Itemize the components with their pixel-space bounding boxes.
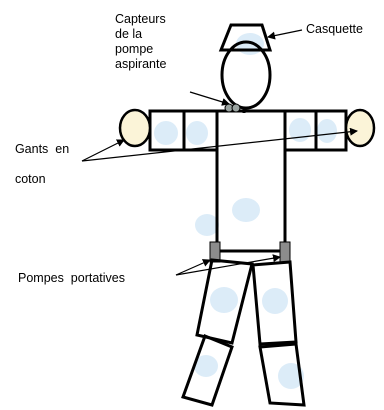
sensors-label-line: de la: [115, 27, 142, 41]
torso: [217, 111, 285, 251]
dosimeter-dots: [154, 33, 337, 389]
sensors-label-line: pompe: [115, 42, 153, 56]
gloves-label-line: Gants en: [15, 142, 69, 156]
sensors-label: Capteurs de la pompe aspirante: [115, 12, 195, 72]
gloves-label: Gants en coton: [8, 127, 88, 187]
portable-pump: [280, 242, 290, 262]
left-glove: [120, 110, 150, 146]
sensors-label-line: Capteurs: [115, 12, 166, 26]
gloves-label-line: coton: [15, 172, 46, 186]
cap-label: Casquette: [306, 22, 363, 37]
pump-sensor: [232, 104, 240, 112]
right-glove: [346, 110, 374, 146]
sensors-label-line: aspirante: [115, 57, 166, 71]
left-leg: [183, 260, 252, 405]
pumps-label: Pompes portatives: [18, 271, 125, 286]
